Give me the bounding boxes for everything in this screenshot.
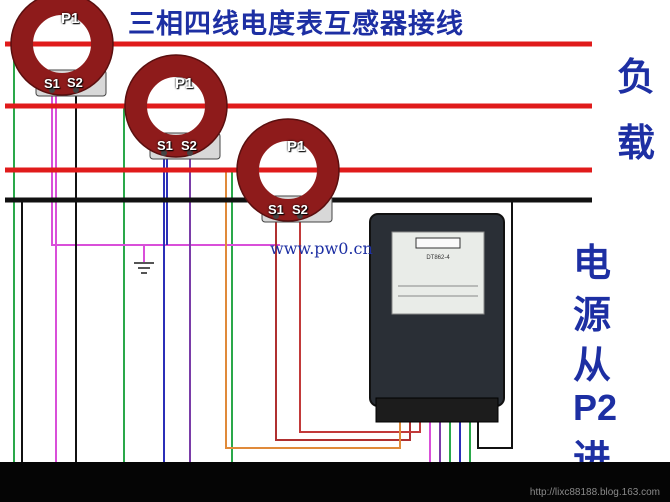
meter-faceplate [391, 231, 485, 315]
ct-1-ring [11, 0, 113, 95]
ct-2-s2-label: S2 [181, 138, 197, 153]
ct-2-ring [125, 55, 227, 157]
source-char-1: 电 [572, 241, 611, 285]
ct-2-s1-label: S1 [157, 138, 173, 153]
watermark-text: www.pw0.cn [270, 239, 373, 258]
ct-3-p1-label: P1 [287, 138, 306, 155]
neutral-to-meter [477, 201, 513, 449]
ct-3-s2-label: S2 [292, 202, 308, 217]
load-char-2: 载 [616, 121, 655, 165]
ct-3-terminal-s1 [273, 213, 279, 219]
wires [13, 45, 513, 462]
footer-url: http://lixc88188.blog.163.com [529, 487, 660, 498]
ct-2-terminal-s2 [187, 150, 193, 156]
ct-2-p1-label: P1 [175, 75, 194, 92]
ct-1-terminal-s1 [49, 87, 55, 93]
footer-bar [0, 462, 670, 502]
source-char-3: 从 [572, 343, 611, 387]
ct-3-s1-label: S1 [268, 202, 284, 217]
s1-wire-ct1 [51, 92, 280, 246]
orange-wire [225, 171, 401, 449]
energy-meter: DT862-4 [369, 213, 505, 423]
s1-wire-ct3 [275, 216, 411, 441]
ct-1-ring-shade [10, 0, 114, 96]
ct-3-ring [237, 119, 339, 221]
diagram-title: 三相四线电度表互感器接线 [128, 9, 464, 40]
ct-1 [10, 0, 114, 97]
ct-2-ring-shade [124, 54, 228, 158]
ct-3 [236, 118, 340, 223]
source-char-2: 源 [572, 293, 611, 337]
ct-2 [124, 54, 228, 160]
ct-1-s2-label: S2 [67, 75, 83, 90]
ct-3-terminal-s2 [297, 213, 303, 219]
ct-3-ring-shade [236, 118, 340, 222]
meter-terminal-strip [375, 397, 499, 423]
ct-1-p1-label: P1 [61, 10, 80, 27]
load-char-1: 负 [616, 55, 655, 99]
ct-2-terminal-s1 [161, 150, 167, 156]
source-char-4: P2 [572, 387, 618, 428]
ct-1-s1-label: S1 [44, 76, 60, 91]
s2-wire-ct3 [299, 216, 421, 433]
meter-counter [415, 237, 461, 249]
ct-1-terminal-s2 [73, 87, 79, 93]
meter-model-label: DT862-4 [426, 255, 450, 261]
